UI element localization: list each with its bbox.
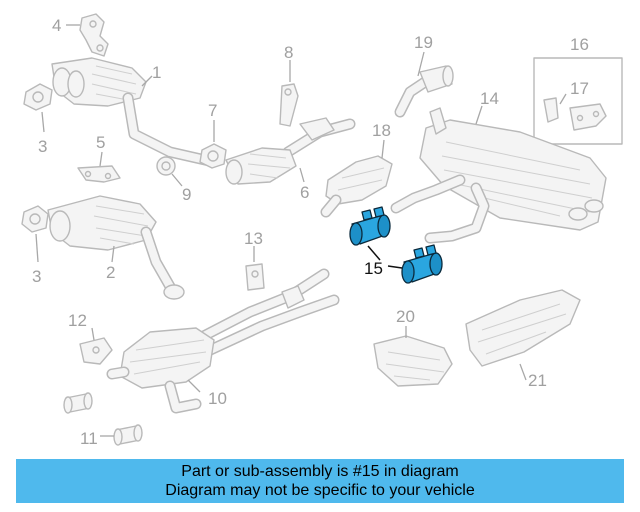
part-5-bracket (77, 165, 121, 183)
callout-10: 10 (208, 389, 227, 408)
part-13-hanger (245, 263, 265, 291)
callout-2: 2 (106, 263, 115, 282)
leader-15-upper (367, 245, 381, 261)
callout-3-upper: 3 (38, 137, 47, 156)
callout-17: 17 (570, 79, 589, 98)
leader-3-upper (41, 111, 45, 133)
leader-12 (91, 327, 95, 341)
leader-9 (171, 173, 183, 187)
callout-4: 4 (52, 16, 61, 35)
part-14-rear-muffler (390, 107, 607, 244)
part-9-clamp (156, 156, 176, 176)
part-19-tailpipe (394, 65, 454, 118)
callout-8: 8 (284, 43, 293, 62)
part-7-gasket (199, 143, 227, 169)
leader-1 (141, 75, 153, 87)
callout-9: 9 (182, 185, 191, 204)
part-3-gasket-upper (23, 83, 53, 111)
leader-2 (111, 245, 115, 263)
part-3-gasket-lower (21, 205, 49, 233)
leader-19 (417, 51, 425, 77)
part-1-catalytic-converter (51, 57, 220, 168)
leader-15-lower (387, 265, 403, 269)
leader-21 (519, 363, 527, 381)
part-15-clamp-lower[interactable] (401, 244, 443, 284)
callout-14: 14 (480, 89, 499, 108)
part-16-group-box (533, 57, 623, 145)
leader-10 (187, 379, 201, 393)
callout-21: 21 (528, 371, 547, 390)
callout-5: 5 (96, 133, 105, 152)
callout-13: 13 (244, 229, 263, 248)
callout-12: 12 (68, 311, 87, 330)
leader-17 (559, 93, 567, 105)
callout-6: 6 (300, 183, 309, 202)
part-8-hanger (279, 83, 299, 127)
part-6-catalytic-converter (225, 117, 356, 185)
leader-6 (299, 167, 305, 183)
part-18-resonator (320, 155, 393, 218)
leader-14 (475, 105, 483, 125)
leader-5 (99, 151, 103, 167)
callout-19: 19 (414, 33, 433, 52)
banner-disclaimer-line: Diagram may not be specific to your vehi… (165, 482, 475, 499)
leader-3-lower (35, 233, 39, 263)
info-banner: Part or sub-assembly is #15 in diagram D… (16, 459, 624, 503)
part-21-heat-shield (465, 289, 581, 367)
part-11-clamps (63, 392, 143, 446)
callout-20: 20 (396, 307, 415, 326)
part-12-bracket (79, 337, 113, 365)
part-15-clamp-upper[interactable] (349, 206, 391, 246)
callout-16: 16 (570, 35, 589, 54)
part-4-bracket (79, 13, 109, 57)
part-20-heat-shield (373, 335, 453, 387)
part-2-catalytic-converter (47, 195, 185, 300)
callout-3-lower: 3 (32, 267, 41, 286)
banner-part-line: Part or sub-assembly is #15 in diagram (181, 463, 459, 480)
callout-7: 7 (208, 101, 217, 120)
intermediate-pipes (190, 268, 340, 358)
leader-18 (381, 139, 385, 159)
callout-15[interactable]: 15 (364, 259, 383, 278)
callout-11: 11 (80, 429, 98, 448)
callout-1: 1 (152, 63, 161, 82)
callout-18: 18 (372, 121, 391, 140)
part-10-middle-muffler (106, 327, 215, 414)
